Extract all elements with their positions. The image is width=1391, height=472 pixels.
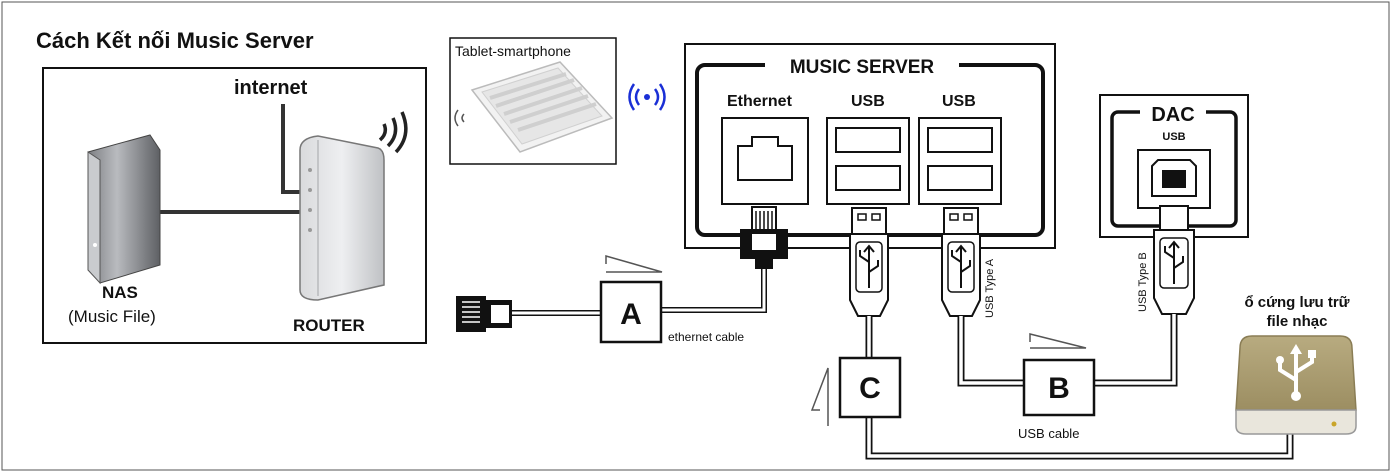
cable-box-b-label: B — [1048, 372, 1070, 405]
tablet-icon — [454, 61, 614, 153]
hdd-icon — [1235, 335, 1357, 435]
cable-box-a — [599, 280, 663, 344]
music-server-title: MUSIC SERVER — [790, 57, 935, 78]
wireless-signal-icon — [628, 83, 666, 111]
usb-port-1 — [826, 117, 910, 205]
dac-usb-b-port — [1137, 149, 1211, 209]
nas-sublabel: (Music File) — [68, 307, 156, 326]
usb-b-plug — [1153, 205, 1195, 315]
usb-a-plug-2 — [941, 207, 981, 317]
router-label: ROUTER — [293, 316, 365, 335]
nas-icon — [87, 134, 161, 285]
rj45-plug-left — [456, 296, 512, 332]
diagram-title: Cách Kết nối Music Server — [36, 28, 314, 53]
internet-label: internet — [234, 77, 308, 99]
usb-a-plug-1 — [849, 207, 889, 317]
hdd-label-line1: ổ cứng lưu trữ — [1244, 294, 1349, 311]
dac-title: DAC — [1151, 104, 1194, 126]
dac-port-label: USB — [1162, 131, 1185, 143]
ethernet-cable-label: ethernet cable — [668, 330, 744, 344]
cable-box-c — [838, 356, 902, 419]
ethernet-port — [721, 117, 809, 205]
direction-arrow-a — [605, 255, 663, 273]
hdd-label-line2: file nhạc — [1267, 313, 1328, 330]
rj45-plug-server — [740, 206, 788, 269]
cable-box-c-label: C — [859, 372, 881, 405]
internet-line — [281, 104, 300, 194]
usb-type-a-label: USB Type A — [984, 258, 996, 318]
cable-box-a-label: A — [620, 298, 642, 331]
usb-cable-label: USB cable — [1018, 426, 1079, 441]
music-server-title-bg — [765, 55, 959, 77]
usb-type-b-label: USB Type B — [1137, 252, 1149, 312]
port-label-ethernet: Ethernet — [727, 93, 793, 110]
router-wifi-icon — [378, 111, 408, 154]
direction-arrow-c — [810, 367, 829, 426]
tablet-label: Tablet-smartphone — [455, 43, 571, 59]
cable-box-b — [1022, 358, 1096, 417]
router-icon — [299, 135, 385, 301]
nas-label: NAS — [102, 283, 138, 302]
dac-title-bg — [1140, 102, 1206, 124]
direction-arrow-b — [1029, 333, 1087, 349]
port-label-usb-2: USB — [942, 93, 976, 110]
usb-cables — [865, 314, 1294, 460]
port-label-usb-1: USB — [851, 93, 885, 110]
usb-port-2 — [918, 117, 1002, 205]
